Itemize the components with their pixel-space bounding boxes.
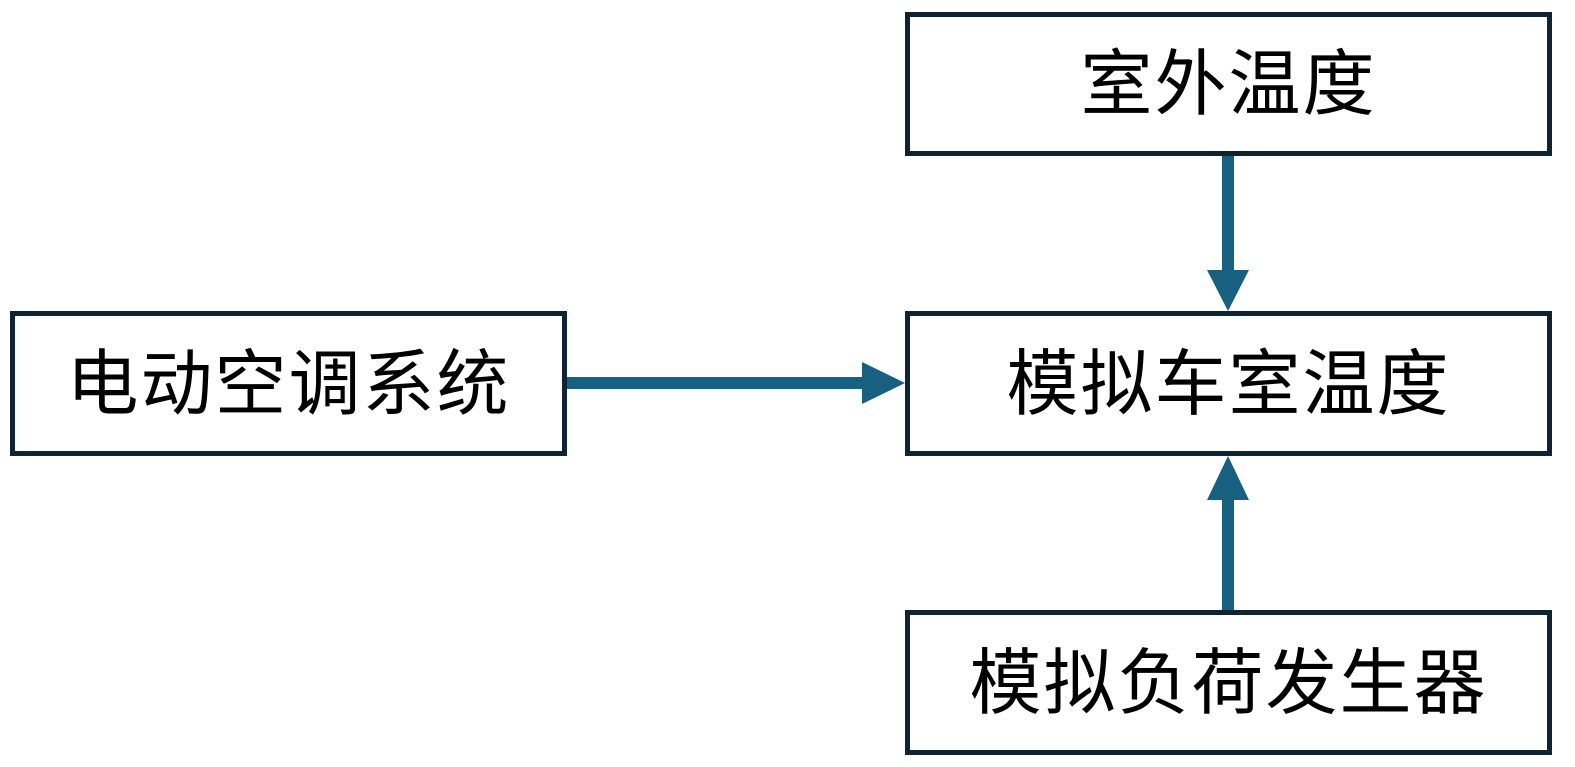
arrow-shaft (1222, 156, 1234, 272)
outdoor-temperature-box: 室外温度 (905, 12, 1552, 156)
arrow-head-right (862, 362, 905, 404)
arrow-outdoor-to-cabin (1207, 156, 1249, 311)
arrow-load-to-cabin (1207, 456, 1249, 610)
electric-ac-system-label: 电动空调系统 (66, 341, 511, 426)
simulated-load-generator-label: 模拟负荷发生器 (969, 640, 1488, 725)
arrow-head-down (1207, 270, 1249, 311)
simulated-load-generator-box: 模拟负荷发生器 (905, 610, 1552, 755)
arrow-shaft (1222, 498, 1234, 610)
electric-ac-system-box: 电动空调系统 (10, 311, 567, 456)
outdoor-temperature-label: 室外温度 (1080, 42, 1377, 126)
arrow-shaft (567, 377, 864, 389)
simulated-cabin-temperature-label: 模拟车室温度 (1006, 341, 1451, 426)
arrow-ac-to-cabin (567, 362, 905, 404)
simulated-cabin-temperature-box: 模拟车室温度 (905, 311, 1552, 456)
arrow-head-up (1207, 456, 1249, 500)
